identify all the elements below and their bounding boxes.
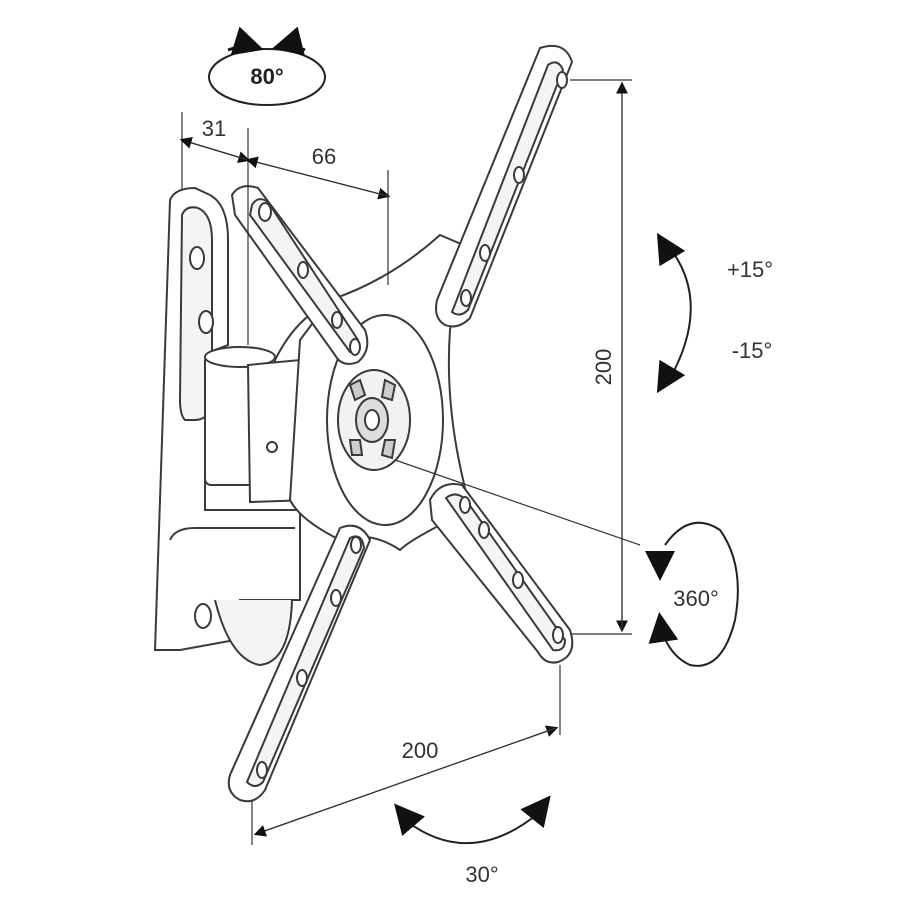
arm-upper-left: [230, 185, 369, 365]
tilt-down-label: -15°: [732, 338, 773, 363]
tilt-indicator: [656, 232, 692, 394]
swivel-top-label: 80°: [250, 64, 283, 89]
arm-offset-label: 66: [312, 144, 336, 169]
arm-upper-right: [435, 44, 574, 328]
swivel-top-indicator: [208, 26, 326, 106]
rotation-label: 360°: [673, 586, 719, 611]
rotation-indicator: [645, 521, 739, 667]
dimension-lines: [179, 79, 641, 845]
wall-offset-label: 31: [202, 116, 226, 141]
arm-lower-left: [227, 524, 372, 803]
vertical-span-label: 200: [591, 349, 616, 386]
tilt-up-label: +15°: [727, 257, 773, 282]
arm-lower-right: [428, 483, 574, 664]
swivel-bottom-label: 30°: [465, 862, 498, 887]
swivel-bottom-indicator: [394, 795, 551, 845]
wall-plate: [153, 186, 301, 667]
horizontal-span-label: 200: [402, 738, 439, 763]
